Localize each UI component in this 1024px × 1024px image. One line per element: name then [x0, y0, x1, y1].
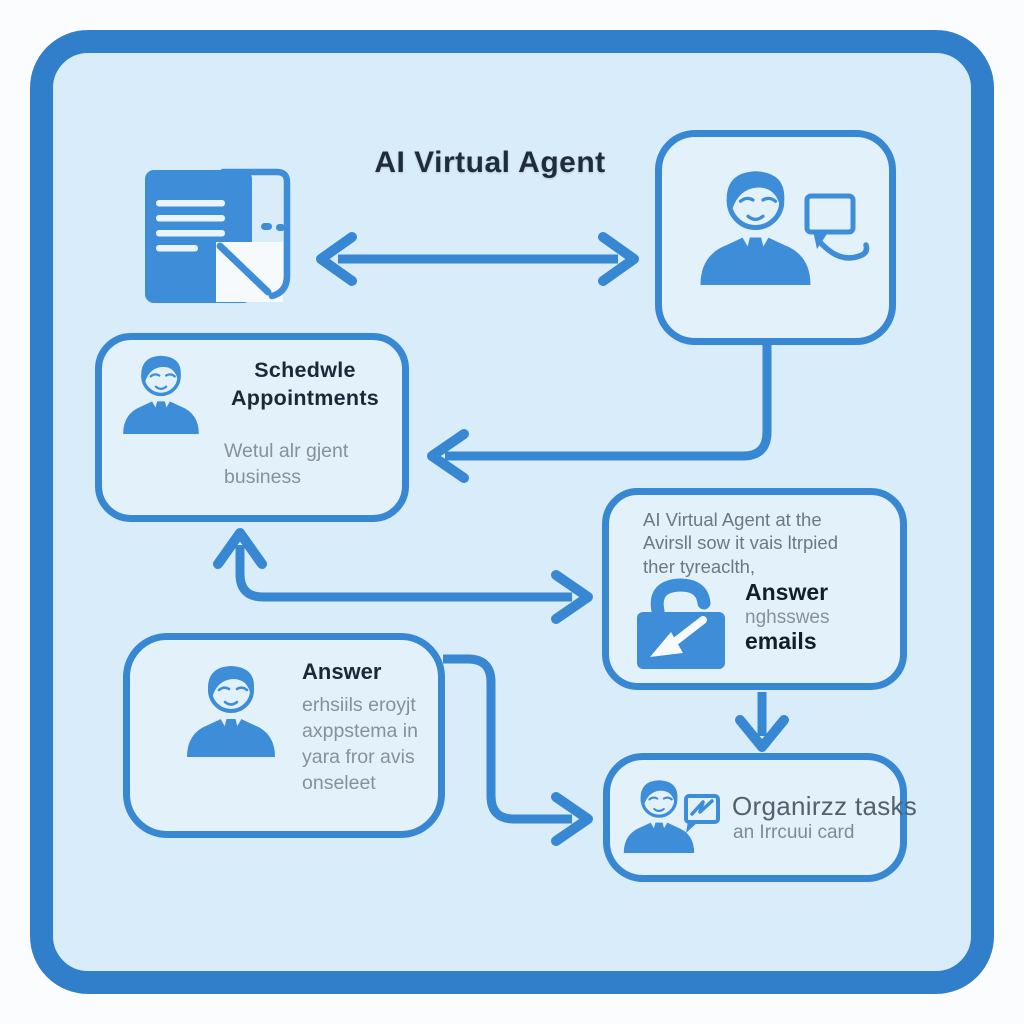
schedule-heading-line2: Appointments — [230, 385, 380, 410]
schedule-body: Wetul alr gjent business — [224, 439, 348, 491]
node-virtual-agent-terminal — [655, 130, 896, 345]
requests-body-line2: axppstema in — [302, 720, 418, 743]
emails-intro-line2: Avirsll sow it vais ltrpied — [643, 532, 838, 554]
schedule-body-line2: business — [224, 465, 301, 488]
schedule-heading-line1: Schedwle — [254, 358, 356, 382]
emails-intro-line1: AI Virtual Agent at the — [643, 509, 822, 530]
emails-answer-top: Answer — [745, 579, 829, 605]
node-answer-requests — [123, 633, 445, 838]
requests-body: erhsiils eroyjt axppstema in yara fror a… — [302, 692, 418, 797]
schedule-body-line1: Wetul alr gjent — [224, 440, 349, 462]
requests-body-line1: erhsiils eroyjt — [302, 694, 416, 716]
emails-answer-block: Answer nghsswes emails — [745, 581, 830, 653]
emails-intro: AI Virtual Agent at the Avirsll sow it v… — [643, 508, 887, 578]
requests-body-line4: onseleet — [302, 772, 376, 795]
schedule-heading: Schedwle Appointments — [210, 357, 400, 413]
tasks-subtext: an Irrcuui card — [733, 822, 855, 843]
emails-answer-middle: nghsswes — [745, 607, 830, 628]
diagram-title: AI Virtual Agent — [374, 146, 606, 179]
requests-heading: Answer — [302, 659, 382, 684]
requests-body-line3: yara fror avis — [302, 746, 415, 769]
emails-intro-line3: ther tyreaclth, — [643, 555, 756, 577]
emails-answer-bottom: emails — [745, 628, 817, 654]
tasks-heading: Organirzz tasks — [732, 791, 918, 821]
